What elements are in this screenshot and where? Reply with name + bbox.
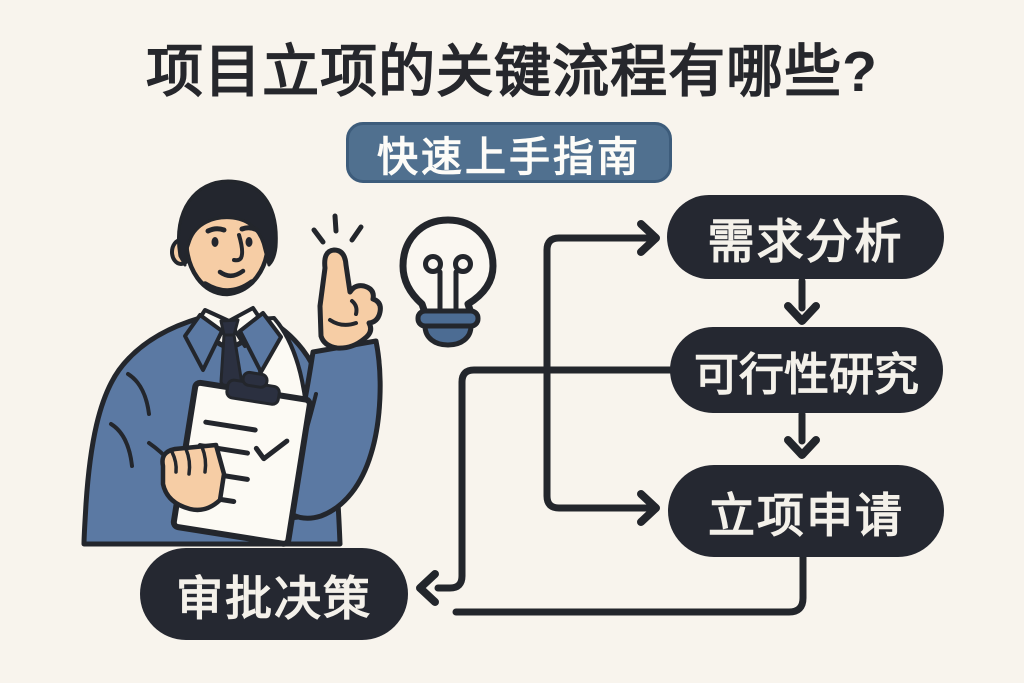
- finger-line: [184, 447, 192, 476]
- flow-step-project-application: 立项申请: [668, 465, 944, 557]
- sparkle-icon: [311, 213, 364, 245]
- bulb-glass: [399, 216, 497, 317]
- chin-line: [202, 279, 255, 294]
- arrowhead-into-step-3: [637, 490, 660, 526]
- connector-step3-bottom: [452, 553, 807, 616]
- mouth-smile: [217, 268, 246, 278]
- flow-step-requirements-analysis: 需求分析: [667, 195, 944, 279]
- quick-guide-badge: 快速上手指南: [346, 122, 672, 183]
- hand-knuckle-line: [350, 299, 359, 316]
- suit-crease: [109, 422, 134, 468]
- lightbulb-icon: [399, 216, 497, 348]
- hair: [177, 179, 278, 267]
- nose: [232, 233, 245, 263]
- tie-knot: [219, 318, 240, 337]
- checkmark-icon: [253, 438, 290, 462]
- holding-hand: [160, 442, 227, 513]
- clipboard-clip-tab: [241, 370, 269, 389]
- flow-step-approval-decision: 审批决策: [140, 548, 408, 640]
- suit-crease: [126, 372, 151, 416]
- eye-right: [245, 237, 253, 247]
- bulb-filament: [423, 254, 473, 314]
- connector-step2-to-step4: [434, 366, 674, 592]
- arrowhead-step2-to-step3: [784, 436, 820, 459]
- arrowhead-into-step-4: [416, 570, 439, 606]
- pointing-hand: [317, 247, 383, 351]
- lapel-right: [238, 311, 283, 374]
- finger-line: [200, 445, 208, 474]
- arrowhead-into-step-1: [637, 220, 660, 256]
- page-title: 项目立项的关键流程有哪些?: [146, 40, 878, 104]
- eyebrow-left: [205, 226, 227, 234]
- arrowhead-step1-to-step2: [784, 302, 820, 325]
- checklist-line: [203, 419, 258, 433]
- eyebrow-right: [239, 225, 260, 233]
- hand-fold-line: [328, 318, 358, 327]
- finger-line: [170, 450, 178, 474]
- flow-step-feasibility-study: 可行性研究: [670, 327, 943, 413]
- lapel-left: [183, 313, 224, 372]
- bulb-base-dome: [422, 323, 474, 348]
- eye-left: [211, 237, 219, 247]
